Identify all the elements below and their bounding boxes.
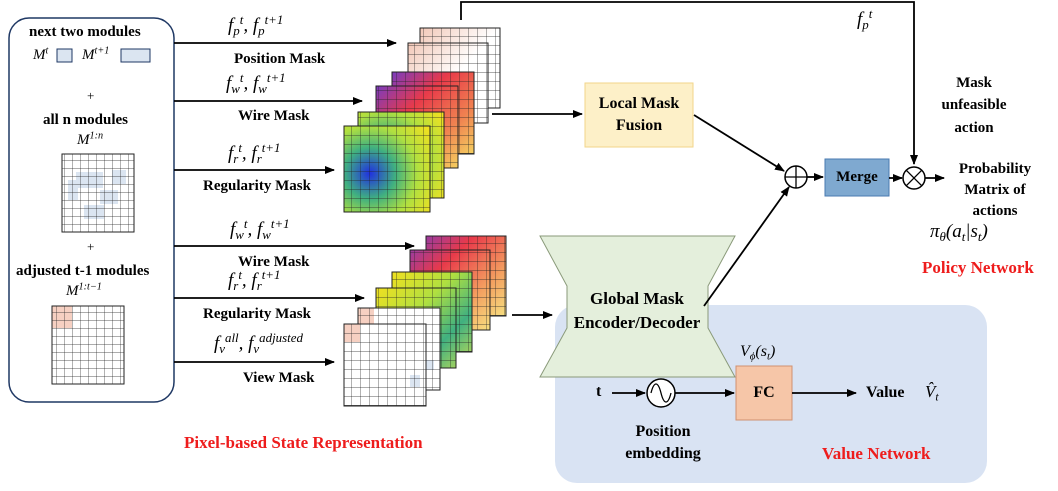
probability-line1: Probability (958, 161, 1032, 177)
arrow-fusion-to-sum (693, 114, 785, 172)
m-t1-label: Mt+1 (82, 45, 110, 63)
plus-sign-1: + (87, 88, 95, 103)
position-embedding-line1: Position (635, 423, 691, 440)
fp-feedback-line (460, 1, 918, 165)
view-mask-label: View Mask (243, 370, 315, 386)
position-feature-formula: fpt, fpt+1 (228, 11, 284, 38)
adjusted-modules-grid (51, 305, 125, 385)
position-embedding-line2: embedding (625, 445, 701, 462)
merge-box (824, 158, 890, 197)
multiply-node (902, 166, 926, 190)
mask-unfeasible-line3: action (954, 120, 994, 136)
fc-box (735, 365, 793, 421)
value-function-formula: Vϕ(st) (740, 343, 776, 363)
local-fusion-line1: Local Mask (598, 95, 680, 112)
m-t-box (56, 48, 73, 63)
wire-mask-label-top: Wire Mask (238, 108, 310, 124)
time-input-label: t (596, 383, 602, 400)
view-feature-formula: fvall, fvadjusted (214, 329, 303, 356)
view-mask-grid-2 (343, 323, 427, 407)
value-output-label: Value (866, 384, 905, 401)
policy-formula: πθ(at|st) (930, 221, 988, 244)
regularity-mask-grid-top-2 (343, 125, 431, 213)
value-estimate-symbol: V̂t (925, 382, 939, 404)
fc-label: FC (753, 384, 775, 401)
regularity-mask-label-top: Regularity Mask (203, 178, 311, 194)
m-t1-box (120, 48, 151, 63)
adjusted-modules-title: adjusted t-1 modules (16, 263, 150, 279)
regularity-mask-label-bottom: Regularity Mask (203, 306, 311, 322)
mask-unfeasible-line2: unfeasible (941, 97, 1007, 113)
value-network-label: Value Network (822, 444, 931, 463)
wire-mask-label-bottom: Wire Mask (238, 254, 310, 270)
global-encoder-line1: Global Mask (590, 289, 684, 308)
local-fusion-line2: Fusion (615, 117, 663, 134)
policy-network-label: Policy Network (922, 258, 1034, 277)
position-embedding-icon (646, 378, 676, 408)
global-encoder-shape (539, 235, 736, 378)
local-fusion-box (584, 82, 694, 148)
regularity-feature-formula-top: frt, frt+1 (228, 139, 281, 166)
sum-node (784, 165, 808, 189)
global-encoder-line2: Encoder/Decoder (573, 313, 701, 332)
wire-feature-formula-top: fwt, fwt+1 (226, 69, 286, 96)
all-modules-title: all n modules (43, 112, 129, 128)
m-adj-label: M1:t−1 (66, 281, 102, 299)
wire-feature-formula-bottom: fwt, fwt+1 (230, 215, 290, 242)
all-modules-grid (61, 153, 135, 233)
m-all-label: M1:n (77, 130, 104, 148)
mask-unfeasible-line1: Mask (956, 75, 992, 91)
state-representation-caption: Pixel-based State Representation (184, 433, 423, 452)
m-t-label: Mt (33, 45, 49, 63)
arrow-encoder-to-sum (703, 186, 790, 307)
merge-label: Merge (836, 169, 878, 185)
next-two-modules-title: next two modules (29, 24, 141, 40)
probability-line2: Matrix of (964, 182, 1026, 198)
plus-sign-2: + (87, 239, 95, 254)
position-mask-label: Position Mask (234, 51, 326, 67)
probability-line3: actions (972, 203, 1018, 219)
fp-feedback-formula: fpt (857, 5, 873, 32)
regularity-feature-formula-bottom: frt, frt+1 (228, 266, 281, 293)
